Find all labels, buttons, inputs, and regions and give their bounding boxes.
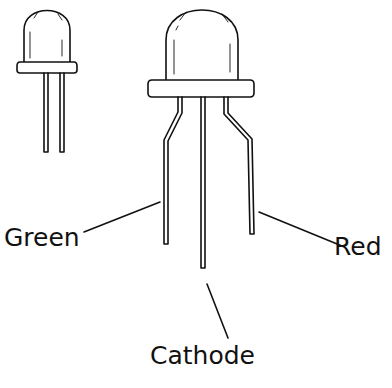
leader-line xyxy=(259,212,342,246)
part-label: Cathode xyxy=(150,342,255,370)
leader-line xyxy=(207,284,228,338)
bicolor-led xyxy=(148,10,254,268)
part-label: Red xyxy=(334,233,382,261)
part-label: Green xyxy=(4,224,80,252)
leader-line xyxy=(84,202,160,232)
two-lead-led xyxy=(17,11,77,153)
